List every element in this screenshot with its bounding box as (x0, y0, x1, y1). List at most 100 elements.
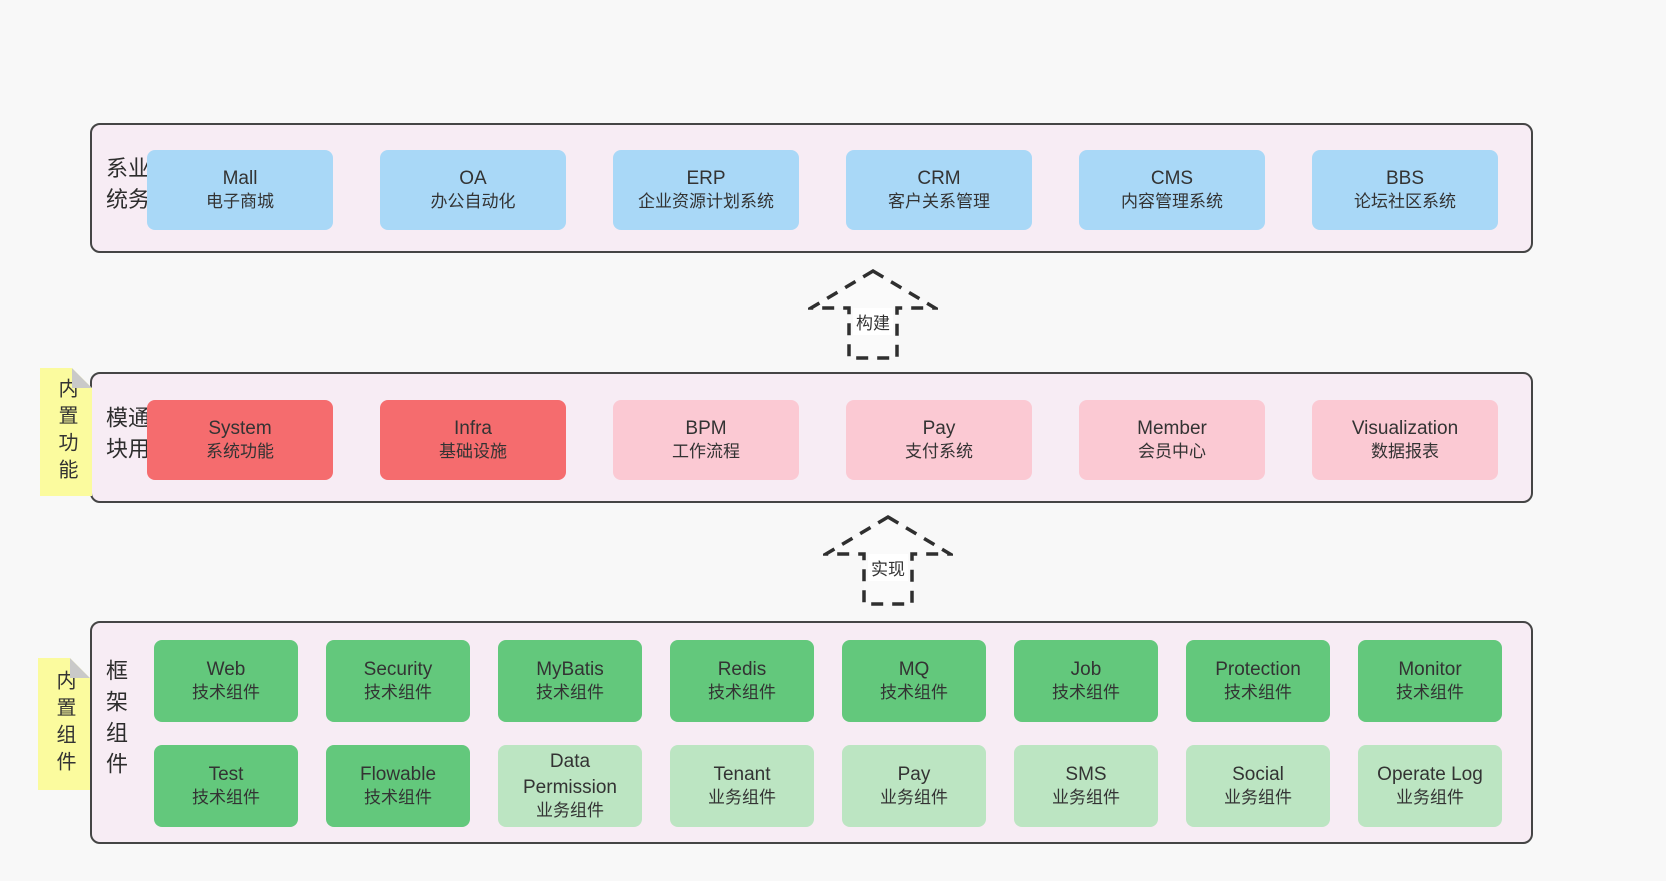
box-title: CRM (917, 167, 961, 189)
box-subtitle: 企业资源计划系统 (638, 192, 774, 212)
box-flowable: Flowable 技术组件 (326, 745, 470, 827)
box-job: Job 技术组件 (1014, 640, 1158, 722)
box-subtitle: 技术组件 (1224, 683, 1292, 703)
box-subtitle: 工作流程 (672, 442, 740, 462)
folded-corner-icon (72, 368, 92, 388)
box-title: Protection (1215, 658, 1301, 680)
box-title: Social (1232, 763, 1284, 785)
box-protection: Protection 技术组件 (1186, 640, 1330, 722)
band-business-systems-label: 业务系统 (103, 156, 150, 219)
box-subtitle: 业务组件 (1224, 788, 1292, 808)
box-member: Member 会员中心 (1079, 400, 1265, 480)
folded-corner-icon (70, 658, 90, 678)
box-subtitle: 技术组件 (364, 683, 432, 703)
box-test: Test 技术组件 (154, 745, 298, 827)
box-subtitle: 技术组件 (880, 683, 948, 703)
business-systems-row: Mall 电子商城 OA 办公自动化 ERP 企业资源计划系统 CRM 客户关系… (147, 150, 1498, 230)
box-subtitle: 会员中心 (1138, 442, 1206, 462)
box-title: Member (1137, 417, 1207, 439)
box-monitor: Monitor 技术组件 (1358, 640, 1502, 722)
box-title: Visualization (1351, 417, 1459, 439)
band-common-modules: 通用模块 System 系统功能 Infra 基础设施 BPM 工作流程 Pay… (90, 372, 1533, 503)
box-crm: CRM 客户关系管理 (846, 150, 1032, 230)
box-subtitle: 办公自动化 (430, 192, 516, 212)
box-subtitle: 技术组件 (192, 788, 260, 808)
box-title: CMS (1150, 167, 1194, 189)
sticky-note-text: 内置组件 (53, 670, 75, 778)
box-title: Security (363, 658, 433, 680)
box-subtitle: 技术组件 (708, 683, 776, 703)
band-framework-components: 框架组件 Web 技术组件 Security 技术组件 MyBatis 技术组件… (90, 621, 1533, 844)
framework-components-row-2: Test 技术组件 Flowable 技术组件 Data Permission … (154, 745, 1502, 827)
band-framework-components-label: 框架组件 (103, 659, 128, 783)
box-mybatis: MyBatis 技术组件 (498, 640, 642, 722)
box-subtitle: 技术组件 (1396, 683, 1464, 703)
box-subtitle: 技术组件 (364, 788, 432, 808)
box-title: Web (206, 658, 246, 680)
box-sms: SMS 业务组件 (1014, 745, 1158, 827)
box-subtitle: 业务组件 (708, 788, 776, 808)
box-pay-module: Pay 支付系统 (846, 400, 1032, 480)
arrow-implement-label: 实现 (868, 554, 908, 581)
band-common-modules-label: 通用模块 (103, 405, 150, 468)
framework-components-row-1: Web 技术组件 Security 技术组件 MyBatis 技术组件 Redi… (154, 640, 1502, 722)
box-oa: OA 办公自动化 (380, 150, 566, 230)
box-title: Job (1070, 658, 1102, 680)
box-web: Web 技术组件 (154, 640, 298, 722)
box-title: SMS (1065, 763, 1107, 785)
box-tenant: Tenant 业务组件 (670, 745, 814, 827)
box-subtitle: 业务组件 (1052, 788, 1120, 808)
box-mall: Mall 电子商城 (147, 150, 333, 230)
box-social: Social 业务组件 (1186, 745, 1330, 827)
box-bbs: BBS 论坛社区系统 (1312, 150, 1498, 230)
box-subtitle: 电子商城 (206, 192, 274, 212)
box-operate-log: Operate Log 业务组件 (1358, 745, 1502, 827)
box-subtitle: 技术组件 (192, 683, 260, 703)
box-subtitle: 业务组件 (1396, 788, 1464, 808)
box-subtitle: 业务组件 (880, 788, 948, 808)
arrow-build: 构建 (808, 268, 938, 362)
box-infra: Infra 基础设施 (380, 400, 566, 480)
box-title: MyBatis (536, 658, 604, 680)
box-subtitle: 系统功能 (206, 442, 274, 462)
box-subtitle: 支付系统 (905, 442, 973, 462)
box-title: Monitor (1398, 658, 1462, 680)
box-subtitle: 技术组件 (536, 683, 604, 703)
box-visualization: Visualization 数据报表 (1312, 400, 1498, 480)
box-subtitle: 内容管理系统 (1121, 192, 1223, 212)
box-title: Redis (717, 658, 767, 680)
box-pay-component: Pay 业务组件 (842, 745, 986, 827)
box-title: Mall (222, 167, 258, 189)
box-title: BPM (685, 417, 727, 439)
box-data-permission: Data Permission 业务组件 (498, 745, 642, 827)
sticky-note-text: 内置功能 (55, 378, 77, 486)
box-title: Operate Log (1377, 763, 1483, 785)
box-subtitle: 业务组件 (536, 801, 604, 821)
box-title: BBS (1385, 167, 1425, 189)
box-title: ERP (686, 167, 726, 189)
box-subtitle: 论坛社区系统 (1354, 192, 1456, 212)
box-subtitle: 技术组件 (1052, 683, 1120, 703)
box-redis: Redis 技术组件 (670, 640, 814, 722)
box-cms: CMS 内容管理系统 (1079, 150, 1265, 230)
box-title: Data Permission (523, 750, 617, 798)
box-subtitle: 基础设施 (439, 442, 507, 462)
box-title: Test (208, 763, 244, 785)
box-title: Tenant (713, 763, 771, 785)
box-title: Pay (922, 417, 956, 439)
sticky-note-built-in-components: 内置组件 (38, 658, 90, 790)
box-title: MQ (898, 658, 930, 680)
arrow-build-label: 构建 (853, 308, 893, 335)
sticky-note-built-in-features: 内置功能 (40, 368, 92, 496)
box-security: Security 技术组件 (326, 640, 470, 722)
box-title: Infra (453, 417, 493, 439)
box-mq: MQ 技术组件 (842, 640, 986, 722)
box-subtitle: 数据报表 (1371, 442, 1439, 462)
box-title: Pay (897, 763, 931, 785)
box-title: System (208, 417, 272, 439)
box-subtitle: 客户关系管理 (888, 192, 990, 212)
common-modules-row: System 系统功能 Infra 基础设施 BPM 工作流程 Pay 支付系统… (147, 400, 1498, 480)
arrow-implement: 实现 (823, 514, 953, 608)
box-title: Flowable (359, 763, 437, 785)
